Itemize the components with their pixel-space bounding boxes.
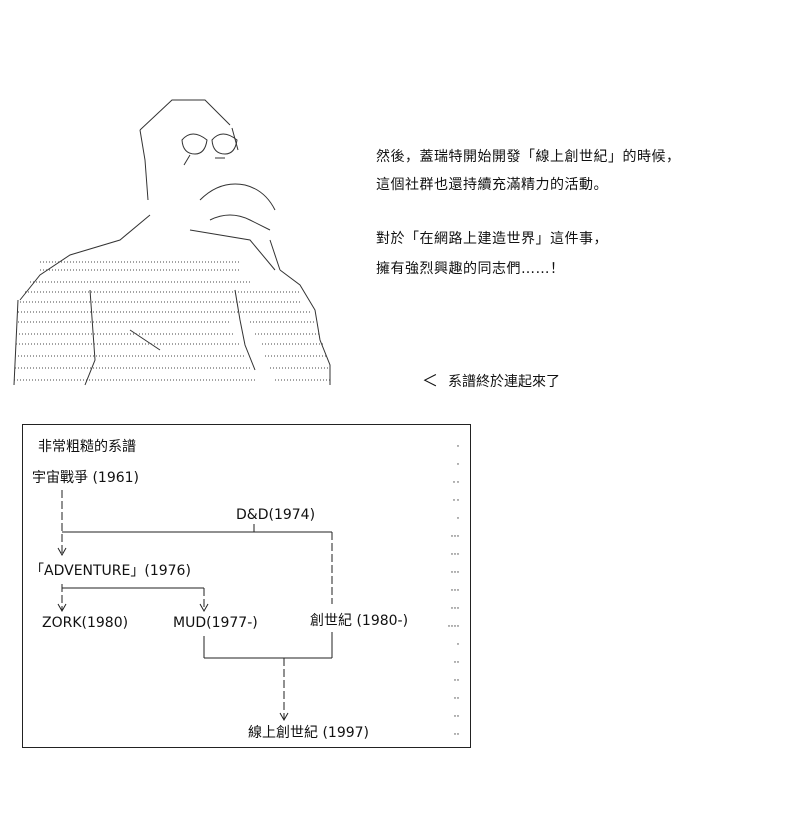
caption-marker: ＜ <box>422 371 439 390</box>
node-zork: ZORK(1980) <box>42 615 129 631</box>
narration-line-4: 擁有強烈興趣的同志們……！ <box>376 261 565 277</box>
node-adventure: 「ADVENTURE」(1976) <box>30 563 191 579</box>
narration-line-3: 對於「在網路上建造世界」這件事， <box>376 231 608 247</box>
caption-text: 系譜終於連起來了 <box>448 374 561 390</box>
caption: ＜ 系譜終於連起來了 <box>422 367 560 391</box>
narration-line-1: 然後，蓋瑞特開始開發「線上創世紀」的時候， <box>376 149 681 165</box>
node-mud: MUD(1977-) <box>173 615 258 631</box>
genealogy-connectors <box>57 445 459 735</box>
node-ultima: 創世紀 (1980-) <box>310 613 409 629</box>
narration-line-2: 這個社群也還持續充滿精力的活動。 <box>376 177 608 193</box>
ascii-art-character <box>13 99 331 386</box>
node-dnd: D&D(1974) <box>236 507 316 523</box>
genealogy-frame <box>22 424 471 748</box>
genealogy-title: 非常粗糙的系譜 <box>38 439 136 455</box>
node-ultima-online: 線上創世紀 (1997) <box>248 725 370 741</box>
node-spacewar: 宇宙戰爭 (1961) <box>32 470 140 486</box>
